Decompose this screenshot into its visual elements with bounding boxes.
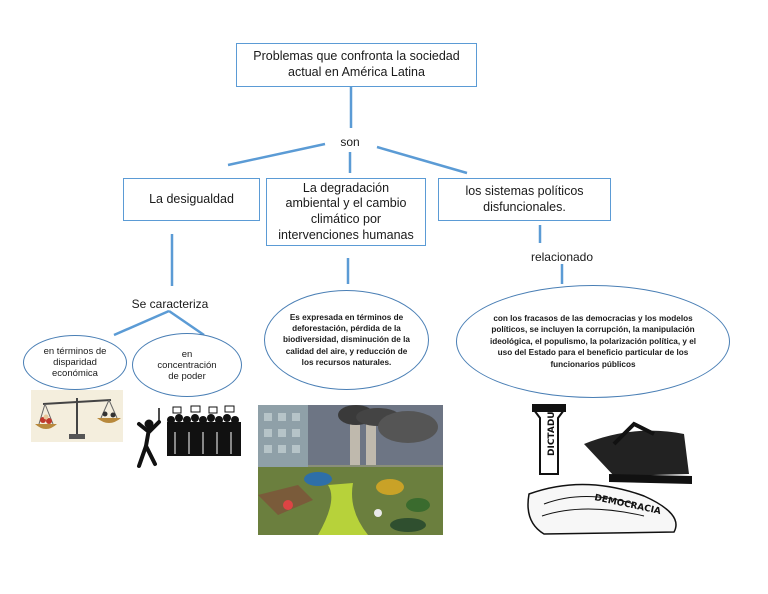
detail-disparidad-text: en términos de disparidad económica [43, 346, 107, 379]
root-topic-text: Problemas que confronta la sociedad actu… [253, 49, 460, 79]
category-sistemas-politicos-text: los sistemas políticos disfuncionales. [465, 183, 584, 214]
category-degradacion-text: La degradación ambiental y el cambio cli… [278, 180, 414, 242]
category-desigualdad: La desigualdad [123, 178, 260, 221]
detail-disparidad-economica: en términos de disparidad económica [23, 335, 127, 390]
connector-son: son [340, 135, 360, 149]
category-sistemas-politicos: los sistemas políticos disfuncionales. [438, 178, 611, 221]
connector-se-caracteriza: Se caracteriza [131, 297, 209, 311]
detail-politico-text: con los fracasos de las democracias y lo… [489, 313, 697, 369]
detail-sistemas-politicos: con los fracasos de las democracias y lo… [456, 285, 730, 398]
pollution-scene-illustration [258, 405, 443, 535]
category-desigualdad-text: La desigualdad [149, 191, 234, 206]
detail-poder-text: en concentración de poder [157, 348, 217, 382]
dictadura-label: DICTADURA [547, 404, 557, 456]
detail-ambiental-text: Es expresada en términos de deforestació… [283, 313, 410, 367]
root-topic-box: Problemas que confronta la sociedad actu… [236, 43, 477, 87]
detail-concentracion-poder: en concentración de poder [132, 333, 242, 397]
category-degradacion: La degradación ambiental y el cambio cli… [266, 178, 426, 246]
dictatorship-cartoon-illustration: DICTADURA DEMOCRACIA [524, 404, 694, 536]
connector-relacionado: relacionado [530, 250, 594, 264]
detail-degradacion-ambiental: Es expresada en términos de deforestació… [264, 290, 429, 390]
crowd-protest-illustration [133, 404, 241, 470]
balance-scale-illustration [31, 390, 123, 442]
